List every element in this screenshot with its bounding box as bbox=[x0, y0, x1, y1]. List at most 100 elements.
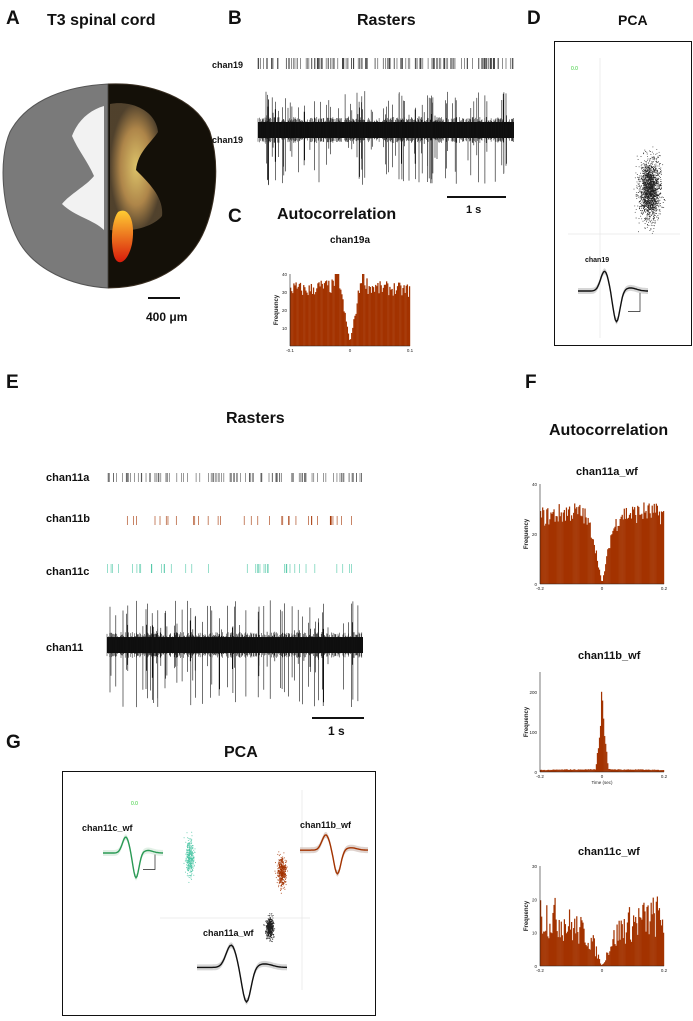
pca-point bbox=[649, 171, 651, 173]
histogram-bar bbox=[360, 283, 363, 346]
pca-point bbox=[265, 925, 267, 927]
pca-point bbox=[643, 171, 644, 172]
pca-point bbox=[284, 865, 286, 867]
pca-point bbox=[651, 192, 653, 194]
pca-point bbox=[644, 190, 646, 192]
histogram-bar bbox=[541, 769, 543, 772]
pca-point bbox=[267, 918, 269, 920]
pca-point bbox=[279, 866, 281, 868]
histogram-bar bbox=[590, 537, 592, 584]
histogram-bar bbox=[605, 960, 607, 966]
histogram-bar bbox=[616, 769, 618, 772]
pca-point bbox=[188, 842, 190, 844]
pca-point bbox=[265, 926, 267, 928]
histogram-bar bbox=[644, 911, 646, 966]
pca-point bbox=[656, 213, 657, 214]
pca-point bbox=[189, 842, 191, 844]
histogram-bar bbox=[599, 725, 602, 772]
pca-point bbox=[269, 915, 271, 917]
panel-label-d: D bbox=[527, 8, 541, 29]
pca-point bbox=[267, 915, 269, 917]
histogram-bar bbox=[565, 933, 568, 966]
pca-point bbox=[652, 192, 654, 194]
pca-point bbox=[183, 862, 185, 864]
histogram-bar bbox=[540, 900, 542, 966]
histogram-bar bbox=[576, 916, 578, 966]
pca-point bbox=[643, 198, 645, 200]
pca-point bbox=[654, 206, 656, 208]
y-axis-label: Frequency bbox=[524, 518, 530, 549]
pca-point bbox=[282, 883, 284, 885]
histogram-bar bbox=[610, 535, 612, 584]
histogram-bar bbox=[636, 923, 638, 966]
pca-point bbox=[644, 207, 646, 208]
histogram-bar bbox=[565, 507, 568, 584]
pca-point bbox=[650, 183, 652, 185]
pca-point bbox=[646, 214, 648, 216]
pca-point bbox=[645, 192, 647, 194]
pca-point bbox=[651, 177, 653, 179]
histogram-bar bbox=[390, 289, 392, 346]
pca-point bbox=[266, 928, 267, 930]
pca-point bbox=[639, 187, 641, 189]
histogram-bar bbox=[293, 283, 295, 346]
pca-point bbox=[660, 184, 662, 186]
pca-point bbox=[193, 849, 195, 851]
waveform-mean bbox=[300, 834, 368, 875]
histogram-bar bbox=[638, 506, 640, 584]
histogram-bar bbox=[609, 768, 611, 772]
panel-e-title: Rasters bbox=[226, 410, 285, 427]
histogram-bar bbox=[548, 938, 550, 966]
histogram-bar bbox=[345, 321, 347, 346]
panel-label-b: B bbox=[228, 8, 242, 29]
pca-point bbox=[640, 167, 642, 169]
pca-point bbox=[640, 212, 642, 214]
pca-point bbox=[282, 883, 284, 885]
pca-point bbox=[647, 162, 649, 164]
histogram-bar bbox=[553, 509, 555, 584]
pca-point bbox=[271, 913, 273, 915]
histogram-bar bbox=[370, 292, 373, 346]
pca-point bbox=[279, 880, 281, 882]
pca-point bbox=[655, 189, 656, 191]
y-tick-label: 30 bbox=[532, 864, 538, 869]
pca-point bbox=[646, 184, 648, 186]
pca-point bbox=[278, 851, 280, 853]
pca-point bbox=[640, 204, 642, 206]
pca-point bbox=[654, 222, 656, 224]
pca-point bbox=[188, 875, 189, 877]
pca-point bbox=[635, 172, 637, 174]
pca-point bbox=[189, 838, 191, 840]
pca-point bbox=[651, 172, 653, 174]
histogram-bar bbox=[595, 946, 598, 966]
pca-point bbox=[647, 199, 648, 201]
pca-point bbox=[652, 206, 654, 208]
pca-point bbox=[650, 201, 652, 203]
pca-point bbox=[663, 207, 665, 208]
histogram-bar bbox=[614, 526, 616, 584]
y-tick-label: 0 bbox=[534, 582, 537, 587]
pca-point bbox=[649, 193, 651, 194]
pca-point bbox=[647, 197, 649, 199]
trace-noise bbox=[106, 632, 363, 658]
pca-point bbox=[653, 158, 655, 160]
histogram-bar bbox=[661, 919, 664, 966]
pca-point bbox=[643, 194, 645, 196]
histogram-bar bbox=[382, 287, 385, 346]
pca-point bbox=[646, 171, 648, 172]
pca-point bbox=[642, 168, 644, 170]
pca-point bbox=[648, 173, 650, 175]
histogram-bar bbox=[544, 769, 546, 772]
pca-point bbox=[282, 866, 284, 868]
pca-point bbox=[660, 180, 661, 182]
pca-point bbox=[648, 205, 650, 207]
histogram-bar bbox=[604, 571, 606, 584]
pca-point bbox=[283, 886, 285, 888]
histogram-bar bbox=[576, 769, 578, 772]
pca-point bbox=[650, 179, 652, 181]
histogram-bar bbox=[662, 770, 665, 772]
pca-point bbox=[280, 885, 282, 887]
histogram-bar bbox=[647, 769, 649, 772]
histogram-bar bbox=[589, 522, 591, 584]
histogram-bar bbox=[597, 748, 600, 772]
